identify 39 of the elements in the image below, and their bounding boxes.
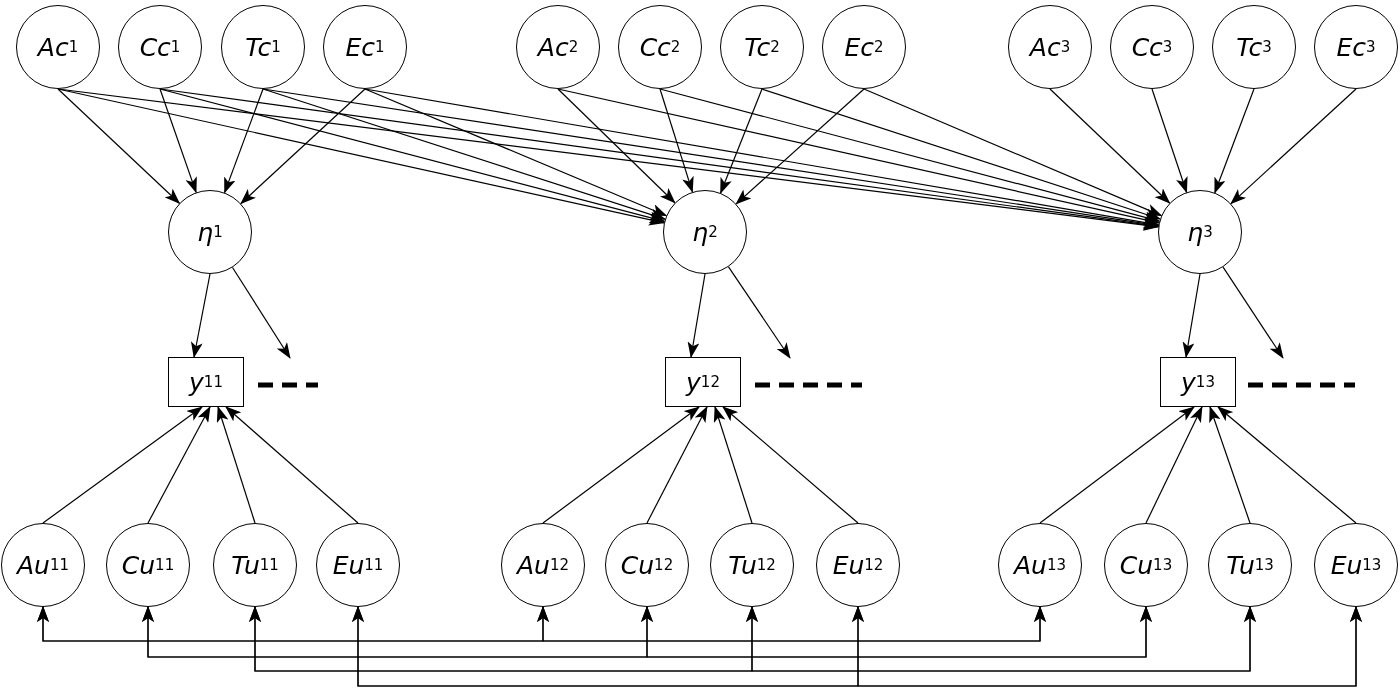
arrow [1049,88,1171,204]
arrow [249,606,1256,672]
arrow [1039,406,1195,524]
arrow [190,273,211,358]
arrow [659,88,694,193]
arrow [240,88,366,205]
arrow [159,88,197,194]
arrow [216,406,256,524]
arrow [659,88,1161,224]
arrow [557,88,676,204]
arrow [42,406,203,524]
arrow [557,88,1160,226]
arrow [142,606,1152,658]
arrow [364,88,668,217]
arrow [225,406,359,524]
arrow [687,273,706,358]
arrow [57,88,181,204]
arrow [735,88,865,205]
arrow [761,88,1162,221]
arrow [1214,88,1255,194]
arrow [1217,406,1357,524]
arrow [727,266,791,359]
arrow [722,406,859,524]
arrow [1222,266,1284,359]
arrow [646,406,708,524]
arrow [37,606,1046,642]
arrow [542,406,700,524]
arrow [1151,88,1188,194]
arrow [713,406,753,524]
arrow [863,88,1163,217]
arrow [224,88,264,194]
arrow [1209,406,1251,524]
arrow [720,88,763,194]
arrow [1230,88,1357,205]
arrow [1145,406,1203,524]
arrow [147,406,211,524]
arrow [1182,273,1201,358]
arrow [352,606,1362,687]
arrow [231,266,291,359]
